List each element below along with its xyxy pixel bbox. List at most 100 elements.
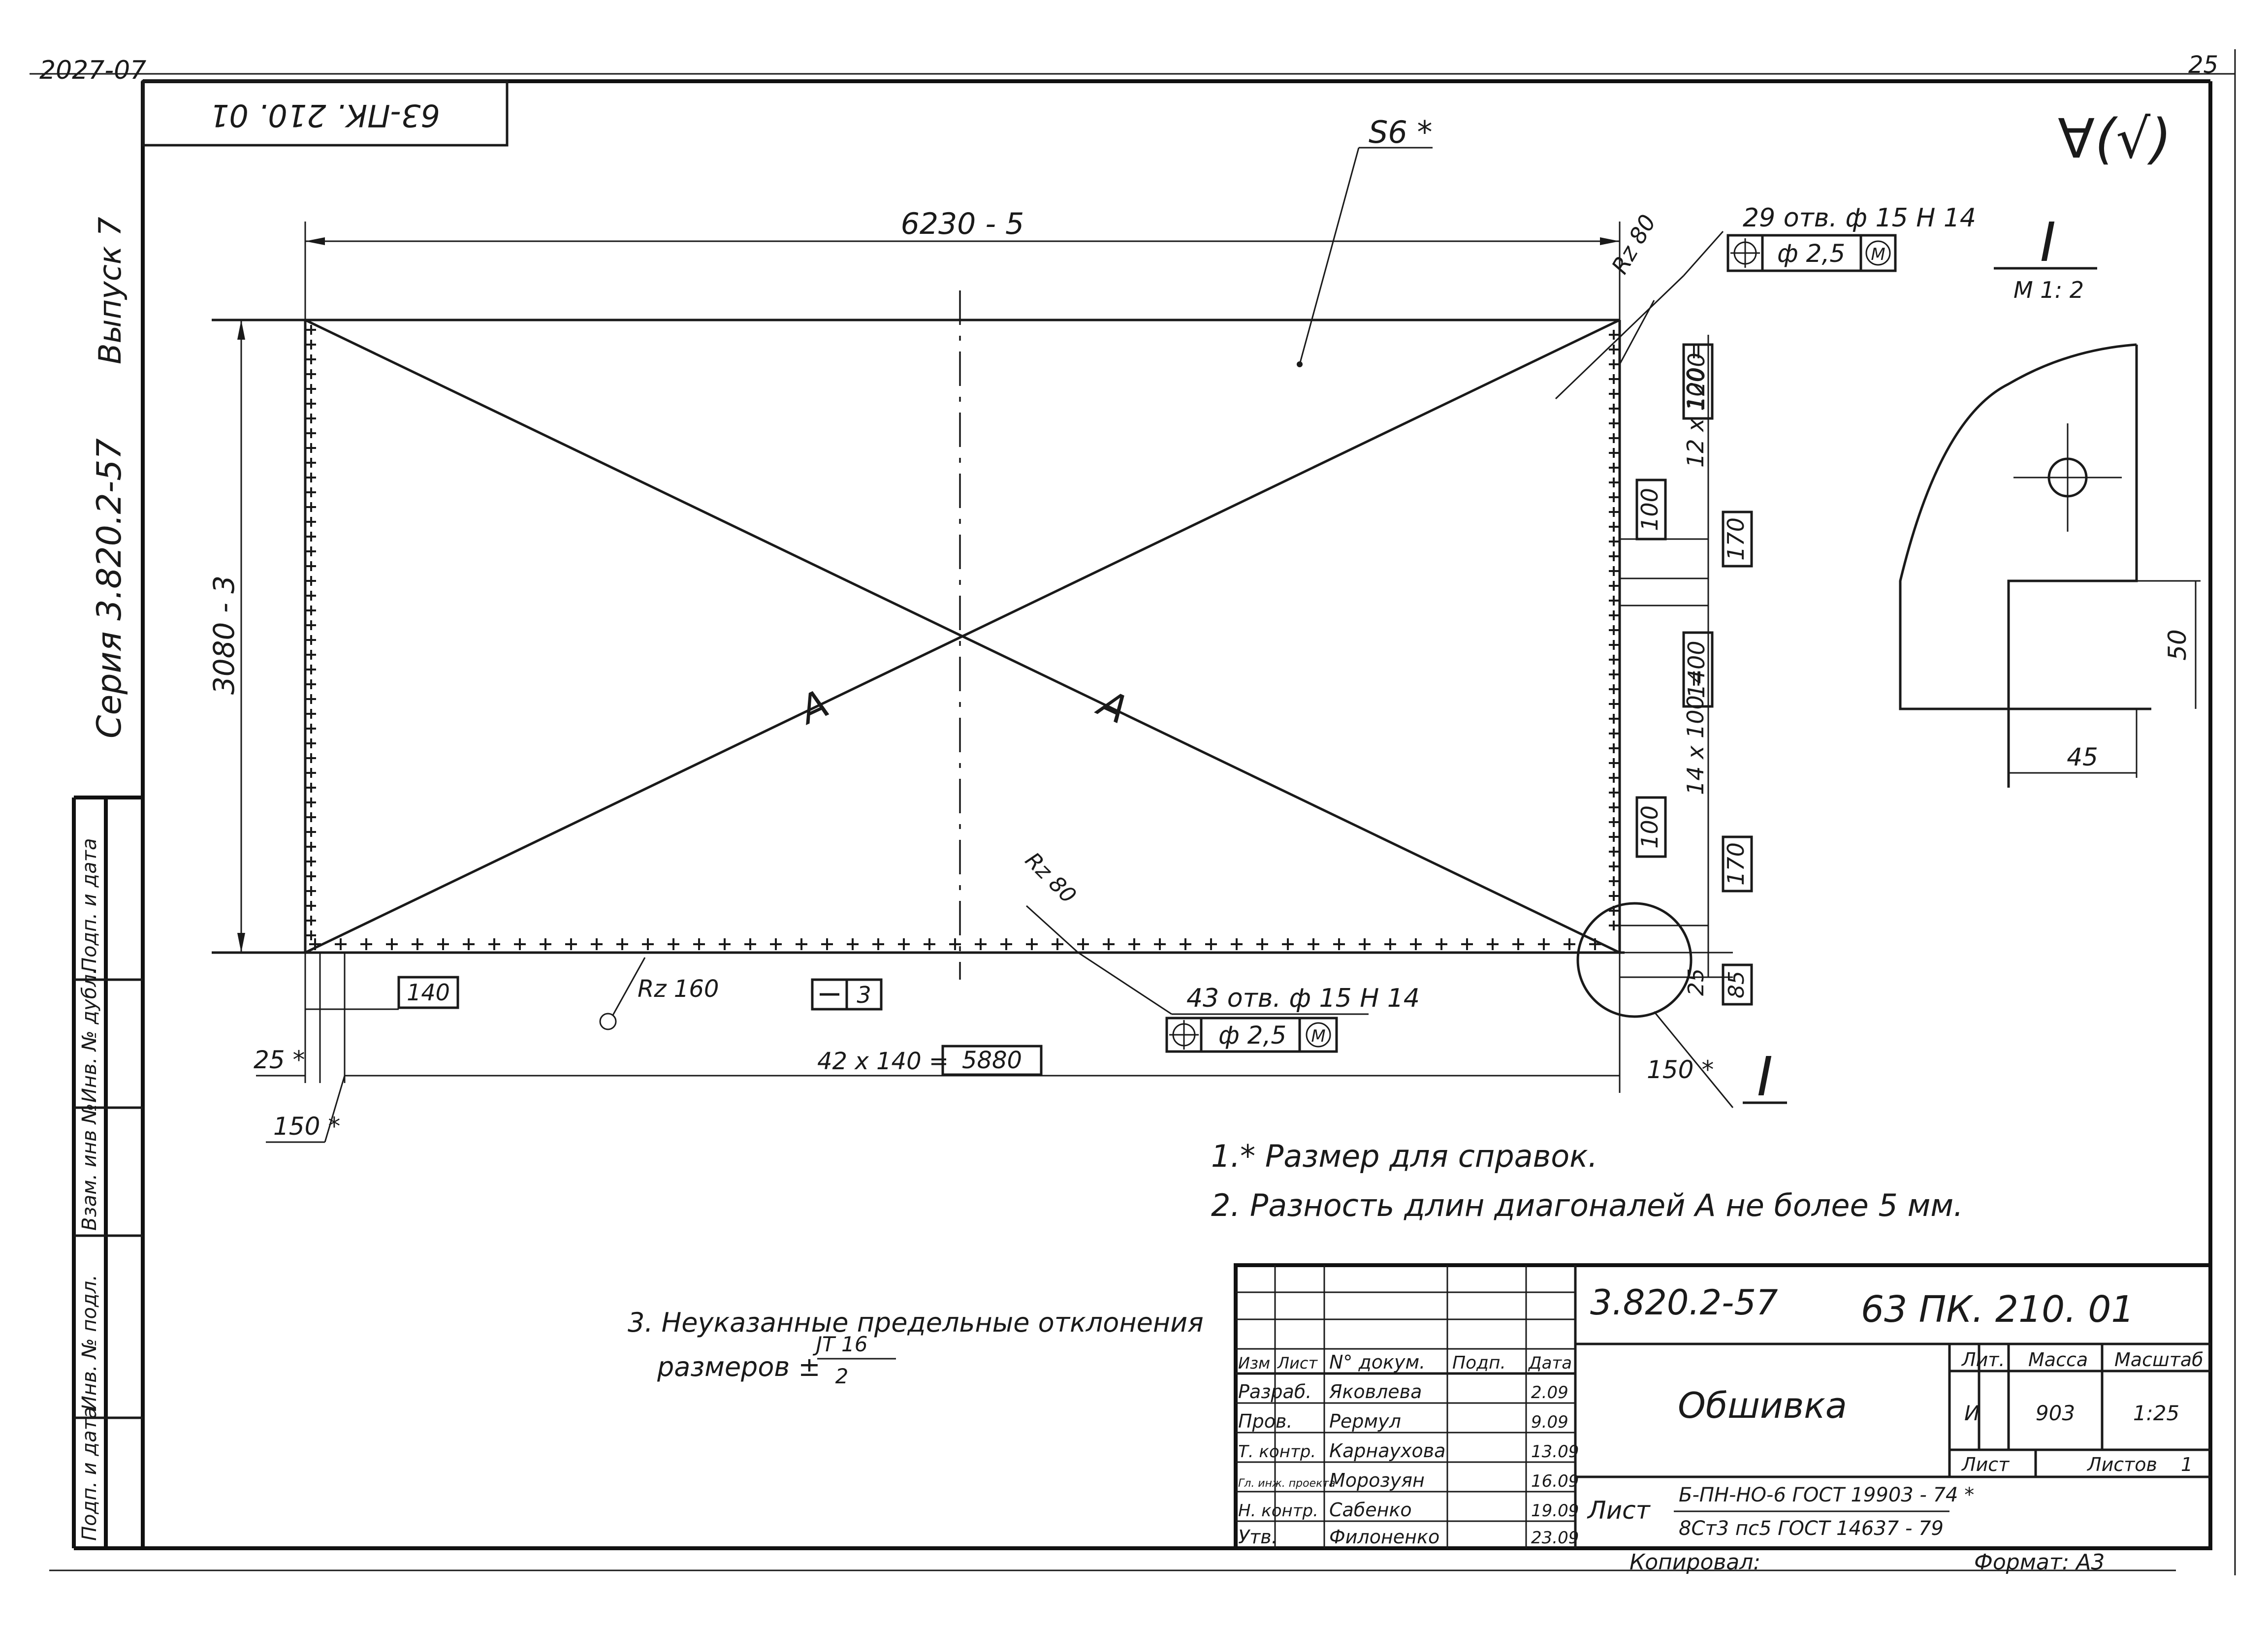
tb-sheets-value: 1 [2181,1454,2193,1475]
tb-name-2: Карнаухова [1329,1440,1445,1462]
dim-25-vertical: 25 [1684,968,1709,996]
box-1200: 1200 [1683,352,1710,410]
note-3-frac-top: JT 16 [813,1332,868,1356]
margin-box-1: Подп. и дата [78,838,101,972]
dim-150-star-right: 150 * [1647,1055,1714,1084]
margin-top-left: 2027-07 [39,56,146,85]
tb-scale-label: Масштаб [2114,1349,2204,1371]
detail-scale: М 1: 2 [2013,277,2084,303]
tb-material-line2: 8Ст3 пс5 ГОСТ 14637 - 79 [1679,1517,1944,1540]
tb-head-sign: Подп. [1452,1353,1506,1373]
m-symbol-bottom: М [1311,1026,1325,1046]
top-hole-callout: Rz 80 29 отв. ф 15 Н 14 ф 2,5 М [1606,203,1976,279]
roughness-symbol: ∀(√) [2058,107,2172,170]
tol-bottom: ф 2,5 [1218,1021,1286,1050]
tb-lit-label: Лит. [1961,1349,2005,1371]
tb-role-3: Гл. инж. проекта [1238,1477,1336,1490]
note-3-line2: размеров ± [657,1351,821,1382]
tb-date-2: 13.09 [1531,1442,1579,1462]
dim-12x100: 12 х 100 = [1682,342,1709,468]
tb-material-line1: Б-ПН-НО-6 ГОСТ 19903 - 74 * [1679,1484,1974,1506]
box-140: 140 [407,979,450,1006]
rz-bottom: Rz 80 [1020,848,1081,909]
box-5880: 5880 [962,1047,1022,1074]
box-170a: 170 [1723,517,1749,561]
tb-role-5: Утв. [1238,1526,1278,1548]
series-label: Серия 3.820.2-57 [90,438,129,738]
tb-sheets-label: Листов [2086,1454,2157,1475]
rz-top: Rz 80 [1606,210,1661,279]
tb-scale-value: 1:25 [2133,1401,2179,1425]
tb-name: Обшивка [1678,1385,1847,1426]
detail-roman-bottom: I [1757,1045,1773,1108]
detail-roman: I [2040,211,2056,274]
tb-mass-label: Масса [2028,1349,2088,1371]
tb-name-5: Филоненко [1329,1526,1439,1548]
issue-label: Выпуск 7 [92,217,128,364]
dim-42x140: 42 х 140 = [817,1048,949,1075]
box-170b: 170 [1723,842,1749,886]
tb-code-right: 63 ПК. 210. 01 [1861,1288,2134,1331]
top-dimension: 6230 - 5 [901,207,1024,241]
holes-bottom-label: 43 отв. ф 15 Н 14 [1186,984,1420,1013]
margin-box-2: Инв. № дубл. [78,968,101,1103]
tb-head-list: Лист [1277,1354,1318,1373]
tb-mass-value: 903 [2036,1401,2075,1425]
hole-markers-bottom [309,938,1601,950]
margin-box-5: Подп. и дата [78,1407,101,1541]
dim-25-star: 25 * [254,1046,305,1074]
tb-head-doc: N° докум. [1329,1351,1425,1373]
rotated-stamp-text: 63-ПК. 210. 01 [210,97,440,133]
box-85: 85 [1724,971,1749,998]
right-dimensions: 12 х 100 = 1200 100 170 14 х 100 = 1400 … [1620,335,1753,1006]
tb-name-3: Морозуян [1329,1469,1425,1491]
margin-box-4: Инв. № подл. [78,1275,101,1410]
detail-view: I М 1: 2 50 45 [1899,211,2201,788]
tb-role-2: Т. контр. [1238,1442,1316,1462]
tb-date-3: 16.09 [1531,1471,1579,1491]
title-block: Изм Лист N° докум. Подп. Дата Разраб. Як… [1234,1263,2212,1550]
left-margin-boxes: Подп. и дата Инв. № дубл. Взам. инв № Ин… [72,796,143,1548]
flat-3: 3 [857,982,871,1008]
note-3-frac-bot: 2 [835,1364,849,1388]
diagonal-a-right: А [1089,680,1134,733]
format-label: Формат: А3 [1974,1550,2105,1575]
rotated-stamp: 63-ПК. 210. 01 [141,80,509,147]
tb-date-0: 2.09 [1531,1383,1568,1403]
box-100a: 100 [1636,488,1663,531]
tb-date-5: 23.09 [1531,1528,1579,1548]
detail-dim-45: 45 [2067,743,2098,771]
tb-head-date: Дата [1528,1353,1572,1373]
tb-lit-value: И [1964,1401,1980,1425]
box-100b: 100 [1636,805,1663,849]
sheet-corner-number: 25 [2188,51,2218,79]
tb-date-1: 9.09 [1531,1412,1568,1432]
tb-role-0: Разраб. [1238,1381,1311,1403]
tb-head-izm: Изм [1238,1354,1270,1373]
dim-14x100: 14 х 100 = [1682,669,1709,795]
s6-label: S6 * [1369,114,1433,150]
note-1: 1.* Размер для справок. [1211,1138,1597,1174]
margin-box-3: Взам. инв № [78,1103,101,1231]
tb-material-label: Лист [1587,1496,1651,1525]
tb-code-left: 3.820.2-57 [1590,1282,1778,1323]
holes-top-label: 29 отв. ф 15 Н 14 [1743,203,1976,233]
plate-drawing [212,147,1734,1108]
box-1400: 1400 [1683,640,1710,698]
tb-name-0: Яковлева [1329,1381,1422,1403]
note-3-line1: 3. Неуказанные предельные отклонения [628,1307,1204,1338]
copied-by: Копировал: [1629,1550,1760,1575]
diagonal-a-left: А [791,681,835,734]
tb-name-1: Рермул [1329,1410,1401,1432]
m-symbol-top: М [1871,245,1885,264]
tb-role-4: Н. контр. [1238,1501,1318,1521]
tb-sheet-label: Лист [1961,1454,2010,1475]
rz160-label: Rz 160 [638,975,719,1003]
tb-date-4: 19.09 [1531,1501,1579,1521]
hole-markers-right [1609,330,1619,930]
tb-role-1: Пров. [1238,1410,1292,1432]
tol-top: ф 2,5 [1777,239,1845,268]
note-2: 2. Разность длин диагоналей А не более 5… [1211,1187,1963,1223]
sheet-frame [30,49,2236,1575]
left-dimension: 3080 - 3 [207,575,241,695]
